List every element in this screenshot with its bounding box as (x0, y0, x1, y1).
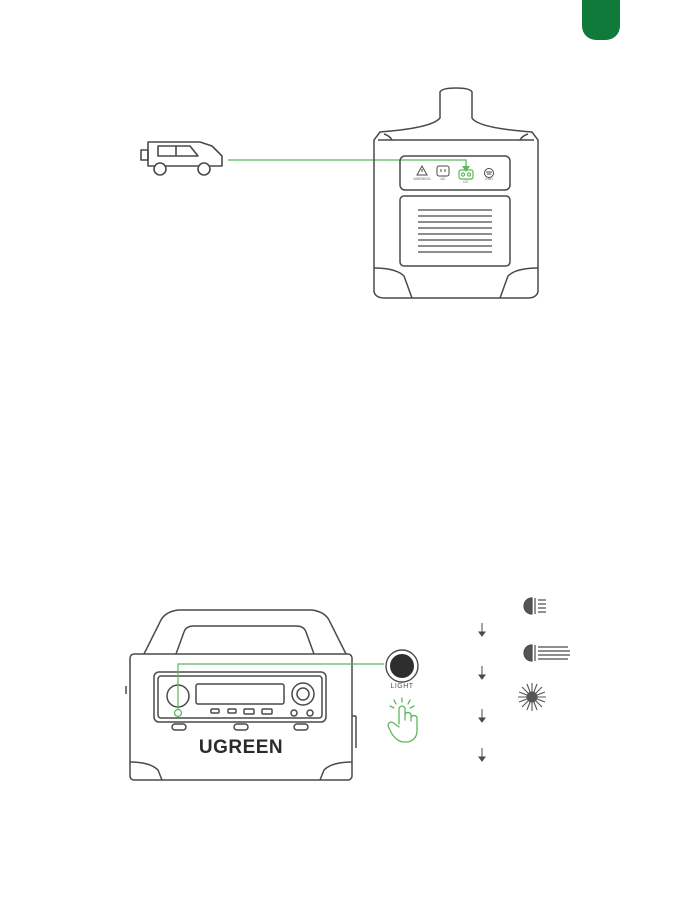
sos-flash-light-icon (518, 683, 546, 711)
high-beam-light-icon (524, 645, 570, 661)
car-icon (141, 142, 222, 175)
warning-port-label: WARNING (412, 178, 432, 182)
light-button-callout-line (178, 664, 384, 709)
ac-port-label: AC (435, 178, 451, 182)
power-station-rear (374, 88, 538, 298)
vent-grille (418, 210, 492, 252)
dc-port-label: DC (458, 181, 474, 185)
warning-icon (417, 166, 427, 175)
mode-arrows (479, 623, 485, 761)
low-beam-light-icon (524, 598, 546, 614)
device-light-button (175, 710, 182, 717)
ac-outlet-icon (437, 166, 449, 176)
brand-logo: UGREEN (194, 737, 288, 759)
pressing-hand-icon (388, 698, 417, 742)
light-button-label: LIGHT (386, 683, 418, 690)
gnd-port-label: GND (481, 178, 497, 182)
car-to-dc-line (228, 160, 466, 168)
